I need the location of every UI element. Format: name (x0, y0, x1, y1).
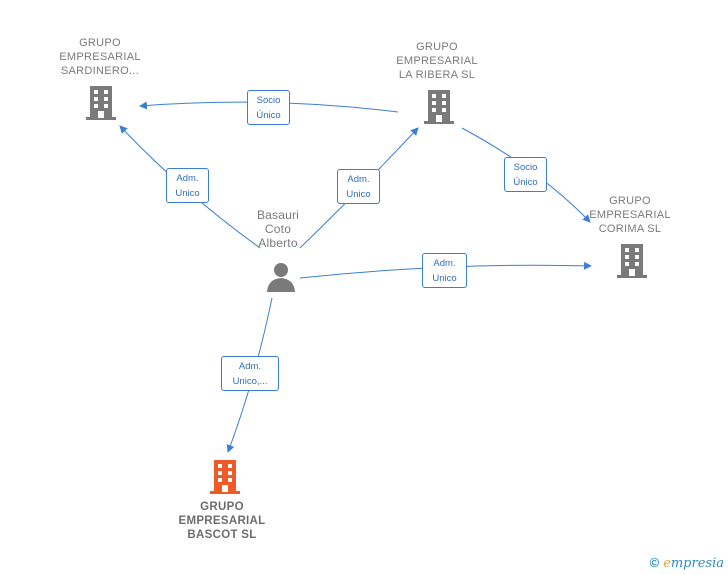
edge-label-person-bascot[interactable]: Adm. Unico,... (221, 356, 279, 391)
brand-logo-e: e (663, 556, 671, 571)
node-label-person: Basauri Coto Alberto (256, 208, 300, 250)
edge-label-line1: Adm. (238, 361, 262, 372)
edge-label-line2: Unico,... (232, 376, 268, 387)
edge-label-ribera-corima[interactable]: Socio Único (504, 157, 547, 192)
brand-logo-text: mpresia (670, 556, 724, 571)
edge-label-line2: Único (256, 110, 281, 121)
building-icon[interactable] (616, 244, 648, 278)
edge-label-line1: Adm. (176, 173, 199, 184)
edge-label-line2: Unico (432, 273, 457, 284)
edge-label-line1: Socio (513, 162, 538, 173)
edge-label-line1: Adm. (347, 174, 370, 185)
edge-label-person-sardinero[interactable]: Adm. Unico (166, 168, 209, 203)
building-icon[interactable] (85, 86, 117, 120)
edge-label-line2: Unico (346, 189, 371, 200)
person-icon[interactable] (266, 262, 296, 292)
node-label-bascot: GRUPO EMPRESARIAL BASCOT SL (178, 501, 266, 541)
edge-label-person-ribera[interactable]: Adm. Unico (337, 169, 380, 204)
edge-label-line2: Unico (175, 188, 200, 199)
node-label-sardinero: GRUPO EMPRESARIAL SARDINERO... (59, 37, 141, 77)
copyright-icon: © (649, 555, 660, 570)
node-label-la-ribera: GRUPO EMPRESARIAL LA RIBERA SL (396, 41, 478, 81)
footer-brand: ©empresia (650, 555, 724, 571)
node-label-corima: GRUPO EMPRESARIAL CORIMA SL (589, 195, 671, 235)
building-icon-focus[interactable] (209, 460, 241, 494)
edge-label-line2: Único (513, 177, 538, 188)
edge-label-line1: Socio (256, 95, 281, 106)
building-icon[interactable] (423, 90, 455, 124)
edge-label-line1: Adm. (433, 258, 456, 269)
edge-label-person-corima[interactable]: Adm. Unico (422, 253, 467, 288)
edge-label-ribera-sardinero[interactable]: Socio Único (247, 90, 290, 125)
